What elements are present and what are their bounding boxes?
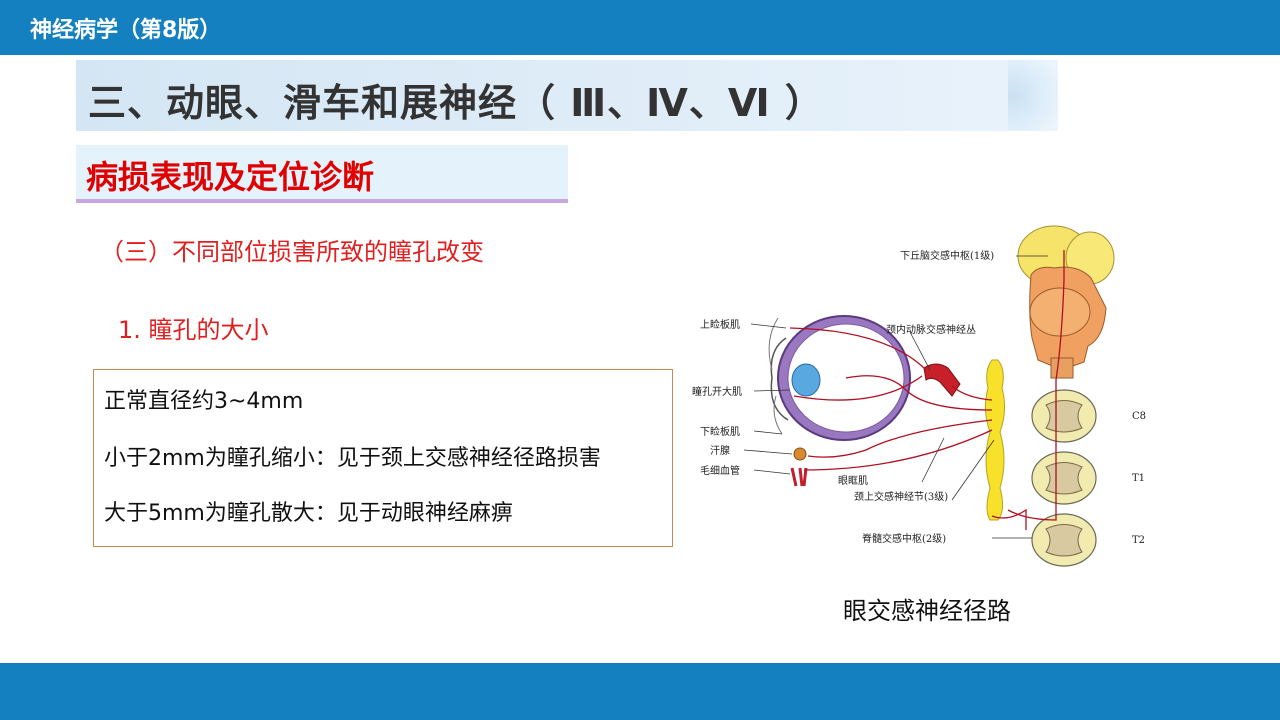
section-heading: 病损表现及定位诊断 — [86, 158, 375, 196]
info-line-mydriasis: 大于5mm为瞳孔散大：见于动眼神经麻痹 — [104, 501, 513, 526]
title-banner-cap — [1008, 60, 1058, 131]
spinal-segment-t2 — [1031, 513, 1097, 567]
brain-illustration — [1017, 225, 1115, 379]
sweat-gland — [793, 447, 807, 461]
label-orbital-muscle: 眼眶肌 — [838, 475, 868, 487]
label-t2: T2 — [1132, 535, 1145, 546]
spinal-segment-c8 — [1031, 389, 1097, 443]
bottom-bar — [0, 663, 1280, 720]
label-sweat-gland: 汗腺 — [710, 444, 730, 457]
pathway-lines — [789, 250, 1065, 530]
label-hypothalamus: 下丘脑交感中枢(1级) — [900, 249, 994, 262]
capillary — [790, 467, 808, 487]
label-spinal-center: 脊髓交感中枢(2级) — [862, 532, 946, 545]
figure-caption: 眼交感神经径路 — [843, 597, 1011, 625]
slide-title: 三、动眼、滑车和展神经（ Ⅲ、Ⅳ、Ⅵ ） — [88, 81, 824, 125]
label-upper-tarsal: 上睑板肌 — [700, 318, 740, 331]
top-bar: 神经病学（第8版） — [0, 0, 1280, 55]
pupil-size-box: 正常直径约3~4mm 小于2mm为瞳孔缩小：见于颈上交感神经径路损害 大于5mm… — [93, 369, 673, 547]
label-lower-tarsal: 下睑板肌 — [700, 425, 740, 438]
sympathetic-pathway-diagram: 下丘脑交感中枢(1级) 颈内动脉交感神经丛 上睑板肌 瞳孔开大肌 下睑板肌 汗腺… — [686, 220, 1146, 578]
label-carotid-plexus: 颈内动脉交感神经丛 — [886, 323, 976, 336]
info-line-miosis: 小于2mm为瞳孔缩小：见于颈上交感神经径路损害 — [104, 446, 601, 471]
label-superior-cervical-ganglion: 颈上交感神经节(3级) — [854, 490, 948, 503]
label-capillary: 毛细血管 — [700, 464, 740, 477]
label-c8: C8 — [1132, 411, 1146, 422]
section-underline — [76, 199, 568, 203]
spinal-segment-t1 — [1031, 451, 1097, 505]
sympathetic-chain — [984, 359, 1006, 521]
pathway-illustration: 下丘脑交感中枢(1级) 颈内动脉交感神经丛 上睑板肌 瞳孔开大肌 下睑板肌 汗腺… — [692, 225, 1146, 567]
leader-lines — [743, 255, 1048, 539]
section-banner — [76, 145, 568, 202]
label-dilator: 瞳孔开大肌 — [692, 385, 742, 398]
title-banner — [76, 60, 1058, 131]
info-line-normal: 正常直径约3~4mm — [104, 389, 304, 414]
subheading: （三）不同部位损害所致的瞳孔改变 — [100, 238, 484, 266]
book-title: 神经病学（第8版） — [30, 18, 222, 43]
carotid-artery — [923, 363, 961, 397]
label-t1: T1 — [1132, 473, 1145, 484]
subsubheading: 1. 瞳孔的大小 — [118, 316, 269, 344]
